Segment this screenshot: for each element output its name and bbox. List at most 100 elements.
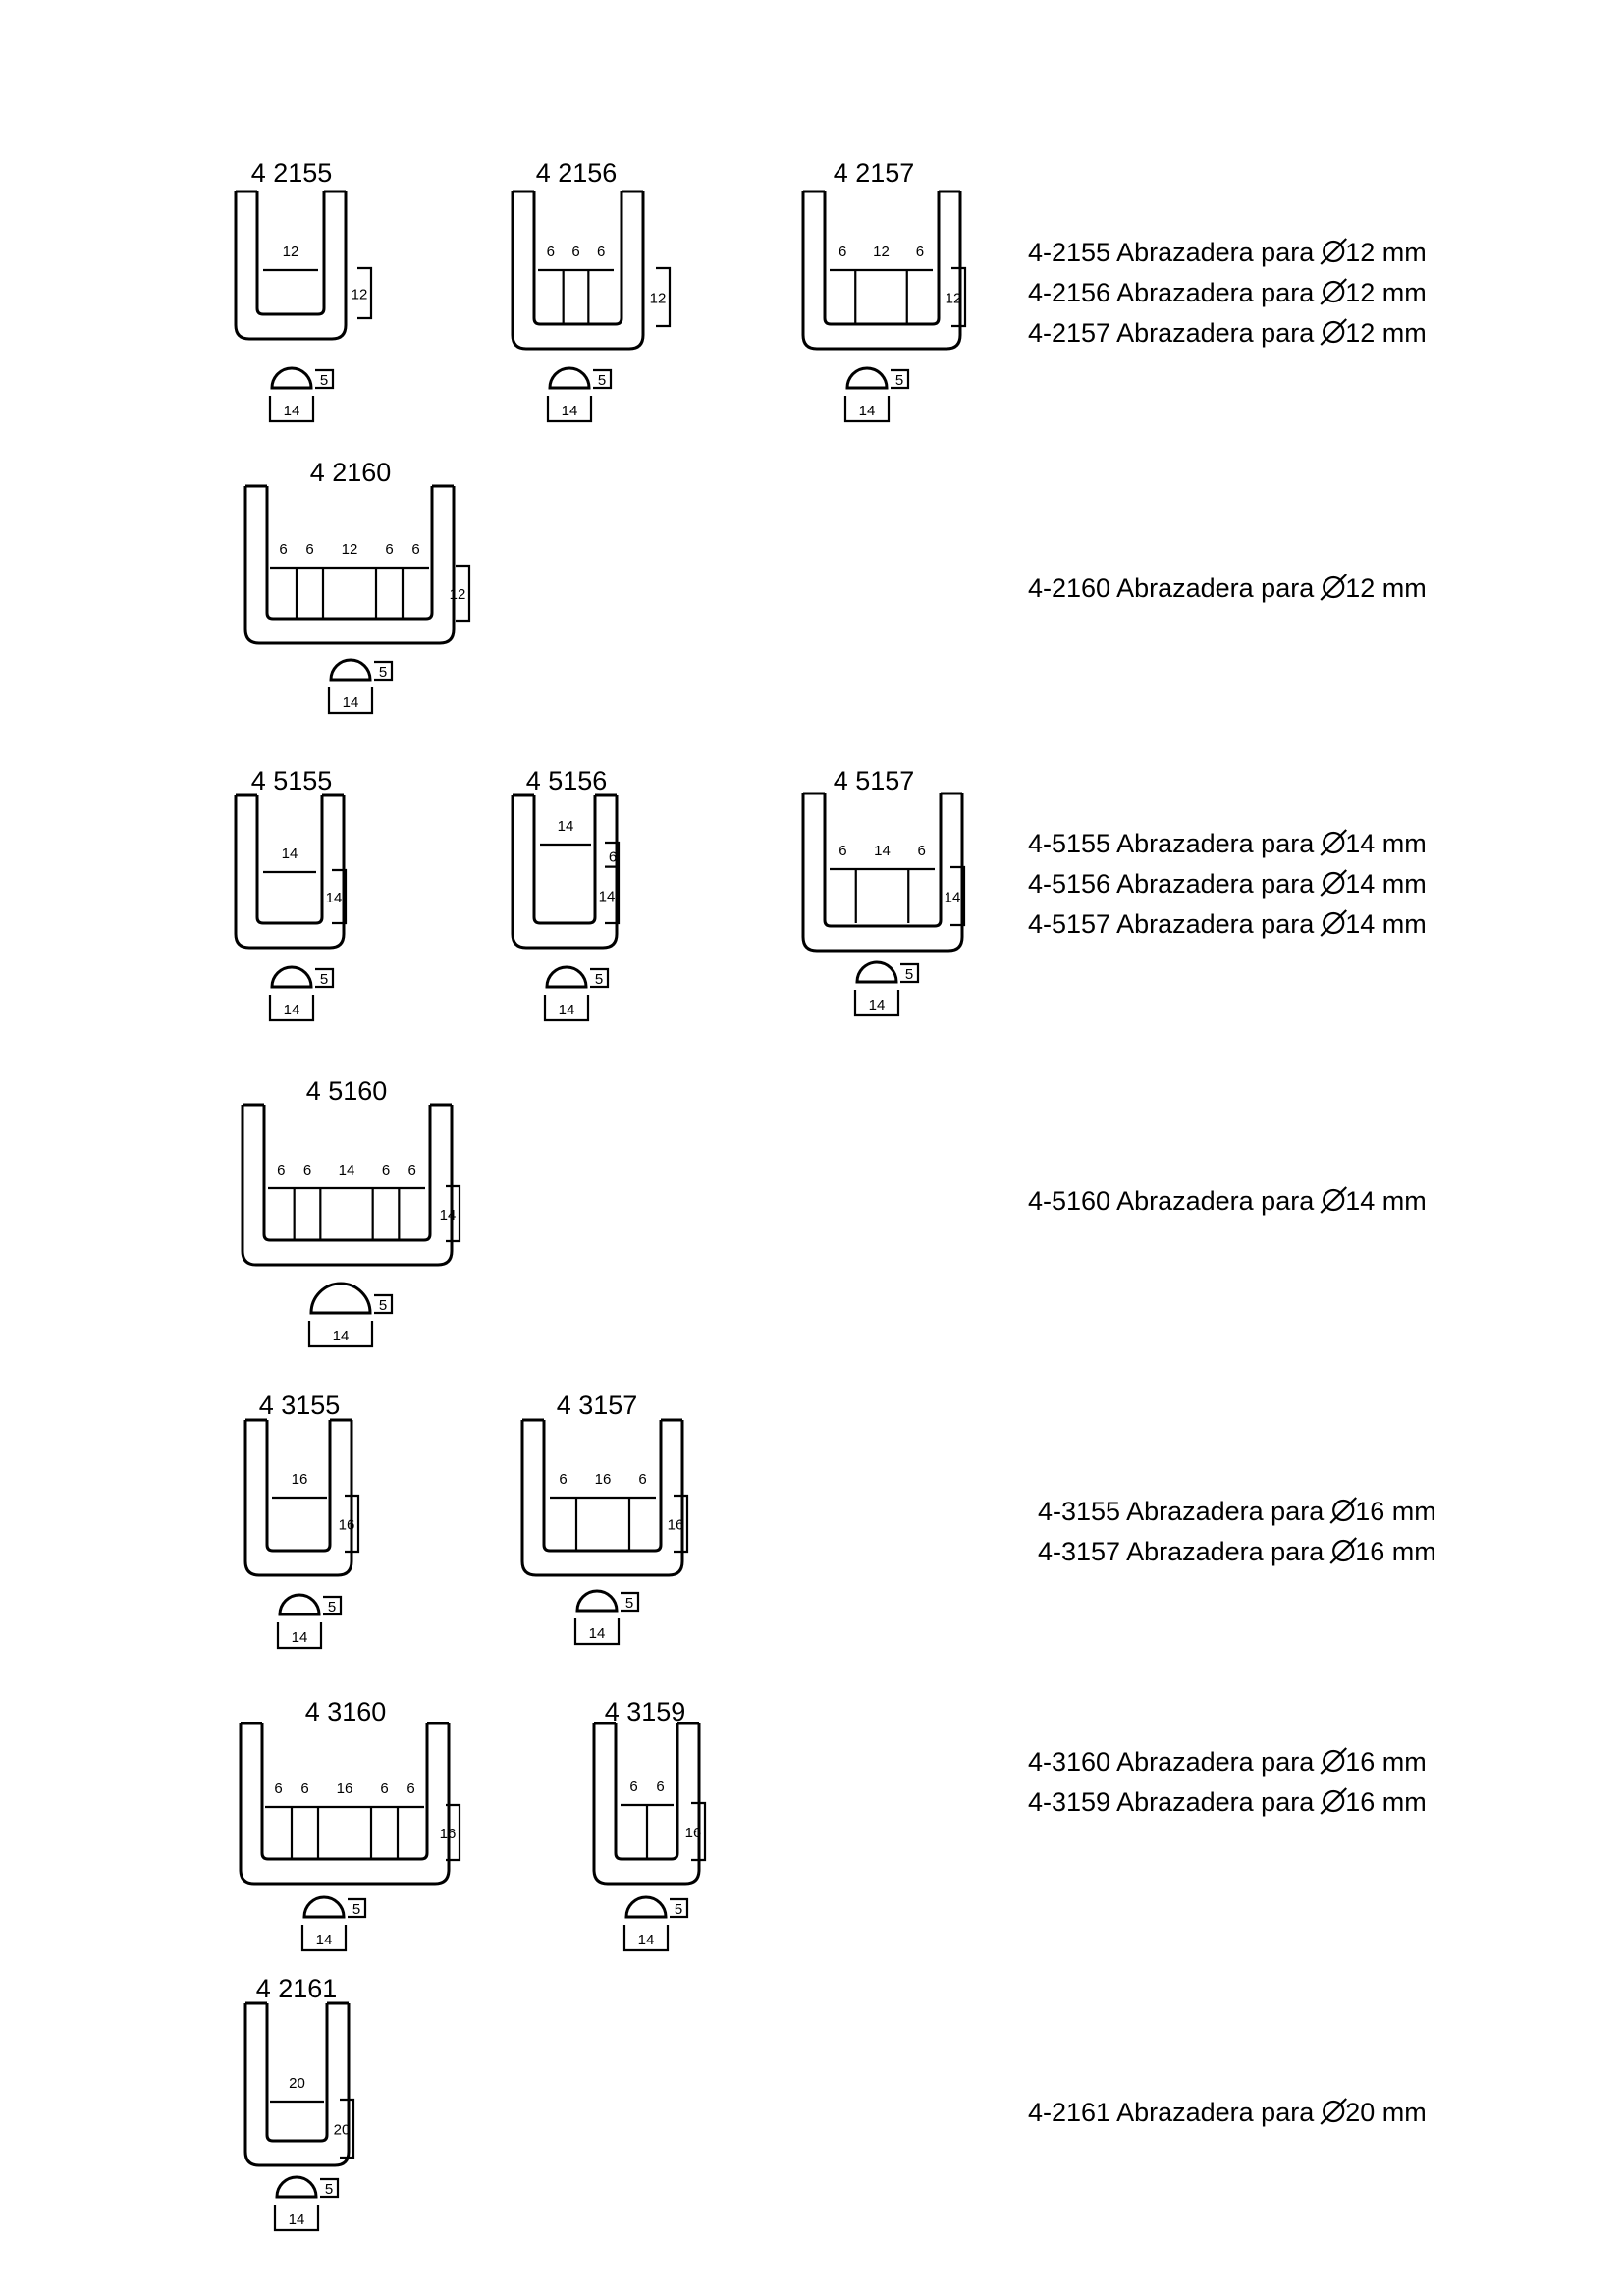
part-number-label: 4 2156 [536,158,618,188]
height-label: 12 [650,291,667,307]
clamp-outline [243,1420,353,1577]
diameter-icon [1320,909,1347,937]
description-text: 4-2156 Abrazadera para [1028,278,1315,307]
cell-width-label: 6 [303,1162,311,1178]
cell-width-label: 14 [339,1162,355,1178]
wedge-width-label: 14 [869,997,886,1013]
diameter-icon [1320,238,1347,265]
height-label: 20 [334,2122,351,2139]
cell-width-label: 6 [597,244,605,260]
wedge-height-label: 5 [625,1595,633,1612]
cell-width-label: 6 [380,1780,388,1797]
diameter-size: 14 mm [1345,829,1427,858]
wedge-width-bracket [843,396,891,423]
height-label: 16 [668,1517,684,1534]
wedge-width-label: 14 [589,1625,606,1642]
cell-width-label: 6 [839,244,846,260]
diameter-icon [1320,1747,1347,1775]
height-bracket [340,2098,355,2159]
clamp-inner-outline [823,191,941,326]
part-number-label: 4 2157 [834,158,915,188]
clamp-outline [241,1105,454,1267]
cell-width-label: 16 [292,1471,308,1488]
description-text: 4-3155 Abrazadera para [1038,1497,1325,1526]
description-line: 4-3159 Abrazadera para 16 mm [1028,1787,1427,1817]
cell-width-label: 6 [274,1780,282,1797]
part-number-label: 4 2160 [310,458,392,487]
wedge-height-label: 5 [320,372,328,389]
wedge-height-label: 5 [379,1297,387,1314]
wedge-width-bracket [268,995,315,1022]
height-extra-label: 6 [609,849,617,866]
wedge-halfdisc [624,1895,668,1919]
height-label: 14 [440,1207,457,1224]
diameter-size: 16 mm [1345,1787,1427,1817]
height-label: 16 [339,1517,355,1534]
cell-width-label: 6 [629,1778,637,1795]
description-text: 4-5160 Abrazadera para [1028,1186,1315,1216]
cell-width-label: 16 [595,1471,612,1488]
cell-width-label: 12 [283,244,299,260]
clamp-inner-outline [265,486,434,621]
height-bracket [456,564,471,623]
wedge-height-bracket [374,660,394,682]
cell-width-label: 12 [342,541,358,558]
wedge-width-bracket [546,396,593,423]
diameter-icon [1320,1787,1347,1815]
cell-width-label: 6 [571,244,579,260]
diameter-icon [1320,1186,1347,1214]
wedge-halfdisc [302,1895,346,1919]
clamp-inner-outline [823,793,943,928]
diameter-size: 12 mm [1345,574,1427,603]
clamp-inner-outline [614,1723,679,1861]
cell-width-label: 6 [638,1471,646,1488]
clamp-inner-outline [532,191,623,326]
wedge-height-label: 5 [598,372,606,389]
wedge-height-bracket [348,1897,367,1919]
wedge-halfdisc [309,1282,372,1315]
part-number-label: 4 5157 [834,766,915,795]
clamp-outline [511,795,619,950]
height-bracket [950,865,966,927]
cell-width-label: 6 [300,1780,308,1797]
height-label: 14 [326,890,343,906]
clamp-inner-outline [255,191,326,316]
height-bracket [332,868,348,925]
clamp-outline [234,795,346,950]
diameter-size: 16 mm [1355,1497,1436,1526]
cell-width-label: 6 [656,1778,664,1795]
clamp-outline [243,486,456,645]
wedge-width-label: 14 [333,1328,350,1344]
cell-width-label: 6 [839,843,846,859]
part-number-label: 4 3160 [305,1697,387,1726]
height-bracket [345,1494,360,1554]
wedge-height-bracket [315,368,335,390]
height-bracket [357,266,373,320]
height-label: 16 [685,1825,702,1841]
diameter-size: 12 mm [1345,318,1427,348]
description-line: 4-3155 Abrazadera para 16 mm [1038,1497,1436,1526]
cell-width-label: 6 [385,541,393,558]
clamp-outline [801,191,962,351]
diameter-size: 20 mm [1345,2098,1427,2127]
height-label: 12 [352,287,368,303]
part-number-label: 4 5156 [526,766,608,795]
clamp-inner-outline [255,795,324,925]
cell-width-label: 6 [279,541,287,558]
description-text: 4-3159 Abrazadera para [1028,1787,1315,1817]
cell-width-label: 6 [559,1471,567,1488]
part-number-label: 4 5160 [306,1076,388,1106]
wedge-height-bracket [621,1591,640,1613]
clamp-outline [801,793,964,953]
wedge-height-label: 5 [352,1901,360,1918]
